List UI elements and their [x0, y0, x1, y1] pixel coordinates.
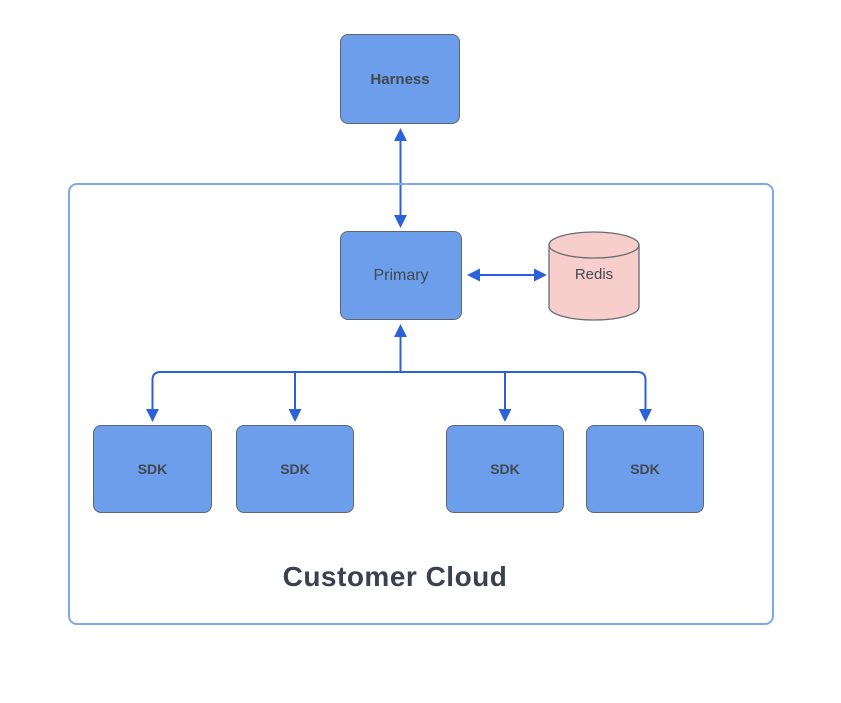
node-sdk-2-label: SDK: [280, 461, 310, 477]
node-sdk-2: SDK: [236, 425, 354, 513]
node-sdk-3-label: SDK: [490, 461, 520, 477]
node-sdk-3: SDK: [446, 425, 564, 513]
customer-cloud-label: Customer Cloud: [282, 561, 508, 592]
customer-cloud-container: [68, 183, 774, 625]
node-sdk-4-label: SDK: [630, 461, 660, 477]
node-primary: Primary: [340, 231, 462, 320]
cylinder-icon: [548, 231, 640, 321]
node-sdk-1: SDK: [93, 425, 212, 513]
node-harness-label: Harness: [370, 70, 430, 88]
node-redis-label: Redis: [574, 266, 614, 283]
node-redis: Redis: [548, 230, 640, 322]
node-primary-label: Primary: [373, 266, 429, 284]
node-sdk-4: SDK: [586, 425, 704, 513]
node-sdk-1-label: SDK: [137, 461, 168, 477]
node-harness: Harness: [340, 34, 460, 124]
